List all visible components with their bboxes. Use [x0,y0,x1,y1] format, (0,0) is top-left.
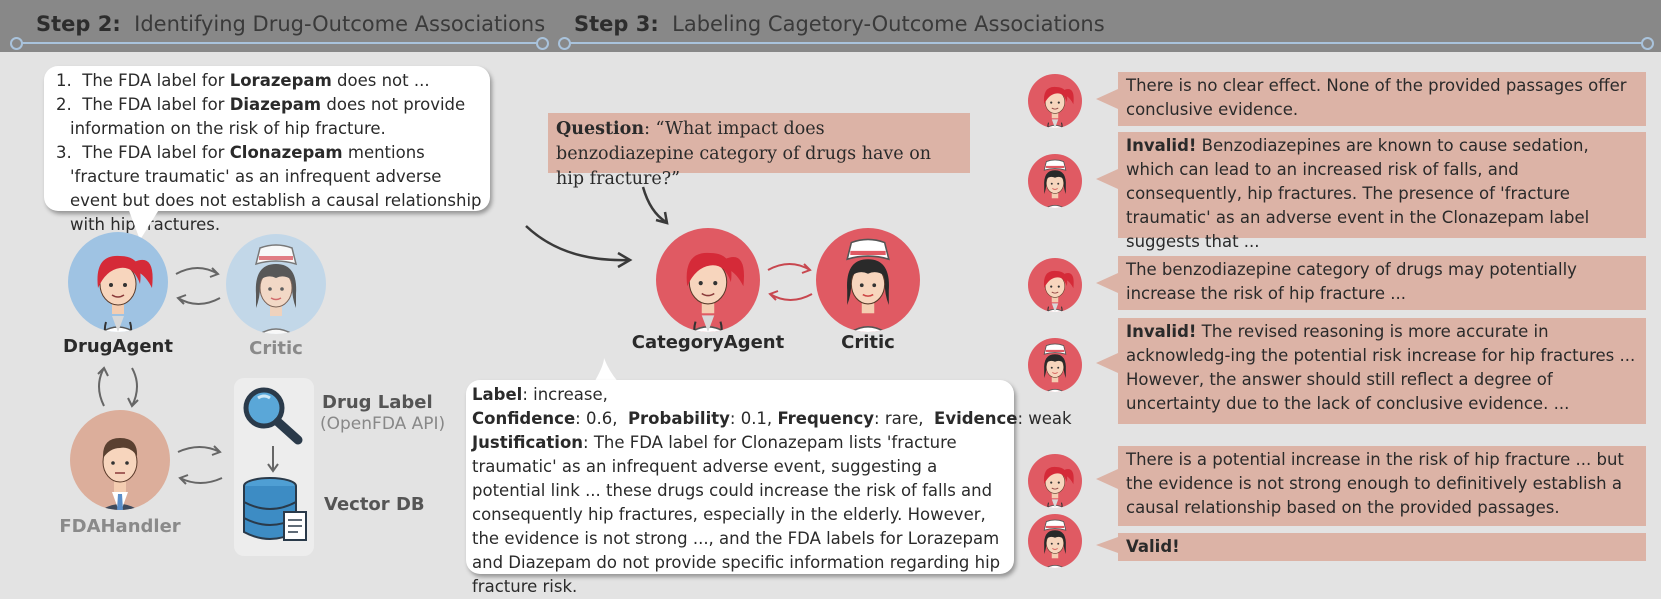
step2-heading: Step 2: Identifying Drug-Outcome Associa… [36,12,545,36]
result-text: Label: increase, Confidence: 0.6, Probab… [472,385,1072,596]
dialogue-message: Invalid! Benzodiazepines are known to ca… [1118,132,1646,251]
step2-title: Identifying Drug-Outcome Associations [134,12,546,36]
category-agent-avatar [656,228,760,332]
nurse-icon [1038,519,1072,568]
step3-number: Step 3: [574,12,659,36]
critic-label-faded: Critic [249,338,303,359]
category-agent-label: CategoryAgent [631,332,785,353]
flow-arrow-icon [525,225,633,269]
question-text: : “What impact does benzodiazepine categ… [556,119,932,189]
businessman-icon [87,437,153,510]
result-bubble-tail [592,358,622,386]
step2-underline [16,42,542,44]
finding-item: 3. The FDA label for Clonazepam mentions… [56,143,482,234]
nurse-icon [245,244,307,334]
dialogue-tail [1096,353,1118,373]
vertical-exchange-arrows-icon [97,366,139,408]
critic-avatar-small [1028,154,1082,208]
down-arrow-icon [267,446,279,473]
drug-findings-list: 1. The FDA label for Lorazepam does not … [56,69,486,237]
question-arrow-icon [641,186,669,225]
database-icon [243,477,307,541]
fda-handler-label: FDAHandler [59,516,181,537]
finding-item: 2. The FDA label for Diazepam does not p… [56,95,466,138]
bubble-tail [128,208,160,240]
dialogue-message: The benzodiazepine category of drugs may… [1118,256,1646,310]
category-agent-avatar-small [1028,74,1082,128]
critic-avatar-faded [226,234,326,334]
step3-underline [564,42,1649,44]
doctor-icon [675,251,746,332]
exchange-arrows-icon [175,267,221,305]
nurse-icon [836,238,900,332]
exchange-arrows-icon [767,263,813,301]
dialogue-tail [1096,89,1118,109]
doctor-icon [87,254,154,332]
dialogue-message: There is a potential increase in the ris… [1118,446,1646,526]
line-dot [1641,37,1654,50]
dialogue-message: Invalid! The revised reasoning is more a… [1118,318,1646,424]
doctor-icon [1038,270,1075,312]
critic-avatar-small [1028,338,1082,392]
dialogue-tail [1096,273,1118,293]
question-label: Question [556,119,645,139]
step3-title: Labeling Cagetory-Outcome Associations [672,12,1105,36]
category-agent-avatar-small [1028,454,1082,508]
result-bubble: Label: increase, Confidence: 0.6, Probab… [466,380,1072,596]
doctor-icon [1038,466,1075,508]
dialogue-tail [1096,537,1118,553]
nurse-icon [1038,159,1072,208]
drug-agent-label: DrugAgent [63,336,173,357]
critic-avatar-small [1028,514,1082,568]
category-agent-avatar-small [1028,258,1082,312]
step2-number: Step 2: [36,12,121,36]
drug-agent-speech-bubble: 1. The FDA label for Lorazepam does not … [44,66,490,234]
critic-avatar [816,228,920,332]
magnifier-icon [243,387,303,445]
line-dot [536,37,549,50]
tool-exchange-arrows-icon [177,445,223,485]
step3-heading: Step 3: Labeling Cagetory-Outcome Associ… [574,12,1105,36]
finding-item: 1. The FDA label for Lorazepam does not … [56,71,430,90]
dialogue-message: There is no clear effect. None of the pr… [1118,72,1646,126]
line-dot [558,37,571,50]
question-box: Question: “What impact does benzodiazepi… [548,113,970,189]
doctor-icon [1038,86,1075,128]
dialogue-tail [1096,469,1118,489]
vector-db-label: Vector DB [324,494,425,515]
fda-handler-avatar [70,410,170,510]
critic-label: Critic [841,332,895,353]
drug-label-title: Drug Label [322,392,433,413]
dialogue-message: Valid! [1118,533,1646,561]
drug-agent-avatar [68,232,168,332]
dialogue-tail [1096,169,1118,189]
line-dot [10,37,23,50]
nurse-icon [1038,343,1072,392]
drug-label-subtitle: (OpenFDA API) [320,414,446,434]
